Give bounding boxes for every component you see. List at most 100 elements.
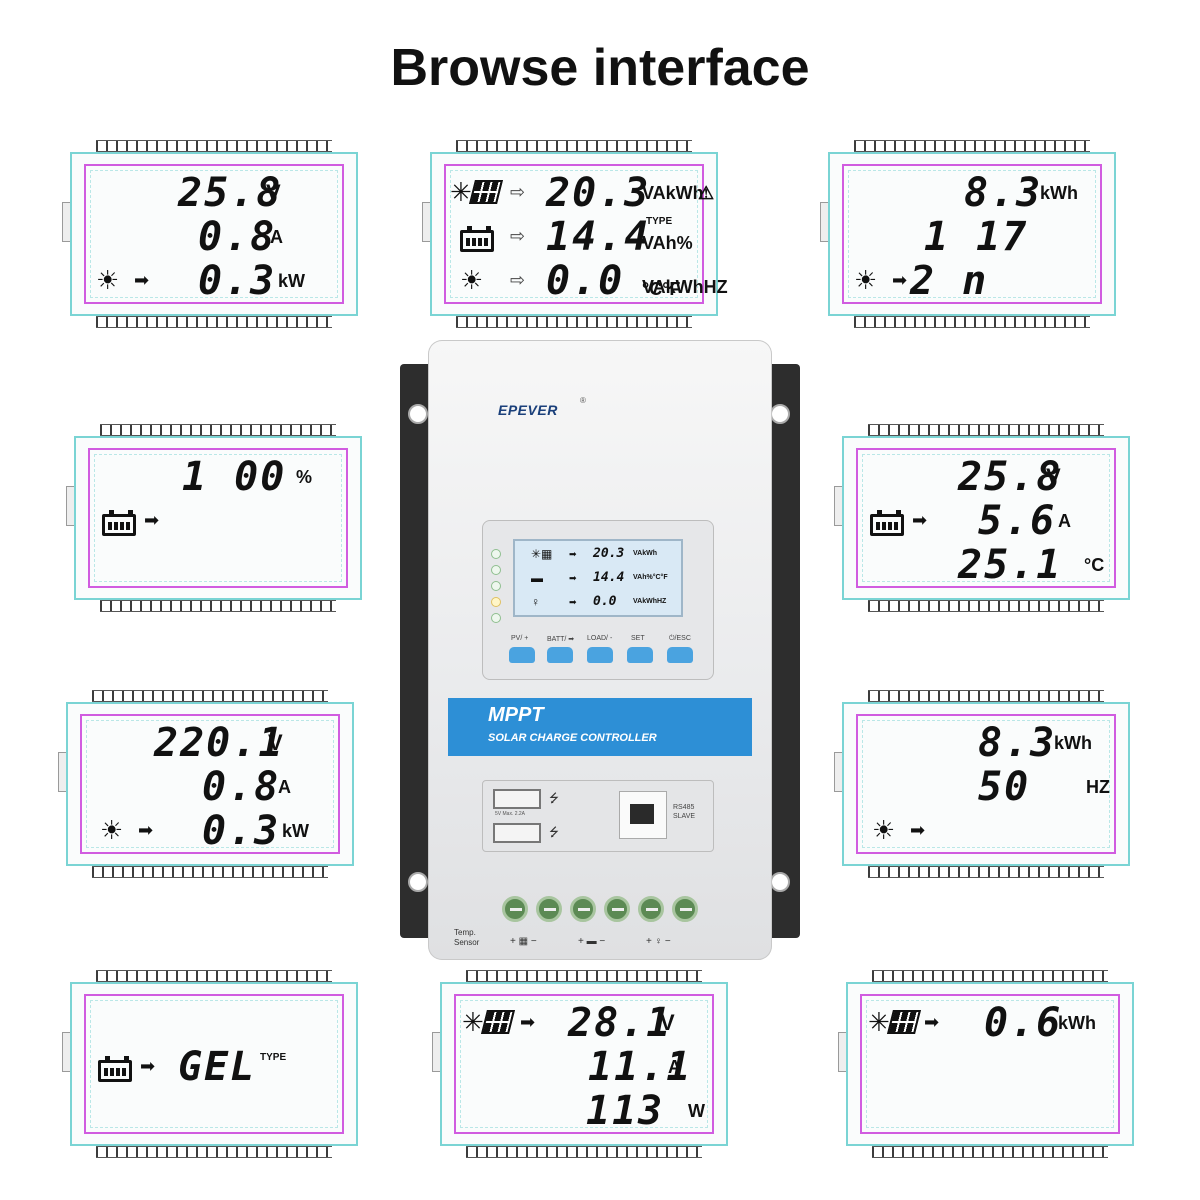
arrow-right-icon: ➡ — [924, 1012, 940, 1033]
solar-panel-icon — [469, 180, 503, 204]
usb-port[interactable] — [493, 823, 541, 843]
lcd-glass: 8.3 kWh 1 17 ☀ ➡ 2 n — [828, 152, 1116, 316]
lcd-window: 1 00 % ➡ — [88, 448, 348, 588]
lcd-tab — [422, 202, 430, 242]
pv-status-led — [491, 549, 501, 559]
brand-logo: EPEVER — [498, 402, 558, 418]
lcd-value: 0.3 — [198, 258, 277, 304]
lcd-window: 8.3 kWh 1 17 ☀ ➡ 2 n — [842, 164, 1102, 304]
lcd-pins — [100, 600, 336, 612]
lcd-unit: HZ — [1086, 777, 1110, 797]
lcd-unit: V — [660, 1010, 675, 1035]
lcd-screen-all-segments: ✳ ⇨ 20.3 VAkWh ⚠ ⇨ 14.4 TYPE VAh%°C°F ☀ … — [422, 140, 728, 328]
rs485-label-line1: RS485 — [673, 804, 695, 811]
device-lcd-unit: VAkWh — [633, 550, 657, 557]
lcd-value: 113 — [586, 1088, 665, 1134]
lcd-tab — [820, 202, 828, 242]
arrow-right-icon: ➡ — [892, 270, 908, 291]
lcd-pins — [466, 970, 702, 982]
lcd-window: 25.8 V 0.8 A ☀ ➡ 0.3 kW — [84, 164, 344, 304]
lcd-window: ✳ ➡ 0.6 kWh — [860, 994, 1120, 1134]
usb-rating: 5V Max. 2.2A — [495, 811, 526, 817]
load-bulb-icon: ♀ — [531, 595, 540, 609]
lcd-unit: A — [270, 227, 283, 247]
lcd-glass: ✳ ➡ 28.1 V 11.1 A 113 W — [440, 982, 728, 1146]
battery-status-led — [491, 581, 501, 591]
mounting-hole — [408, 404, 428, 424]
terminal-screw[interactable] — [638, 896, 664, 922]
lcd-pins — [872, 970, 1108, 982]
temp-sensor-label: Temp.Sensor — [454, 928, 479, 948]
type-label: TYPE — [646, 216, 673, 227]
lcd-pins — [872, 1146, 1108, 1158]
load-bulb-icon: ☀ — [460, 266, 484, 296]
terminal-screw[interactable] — [604, 896, 630, 922]
banner-title: MPPT — [488, 704, 544, 726]
set-button[interactable] — [627, 647, 653, 663]
pv-polarity-label: + ▦ − — [510, 936, 537, 947]
lcd-screen-pv-energy: ✳ ➡ 0.6 kWh — [838, 970, 1134, 1158]
lcd-pins — [96, 970, 332, 982]
lcd-tab — [62, 202, 70, 242]
batt-button[interactable] — [547, 647, 573, 663]
lcd-value: 25.1 — [958, 542, 1063, 588]
arrow-right-icon: ➡ — [912, 510, 928, 531]
lcd-unit: kWh — [1054, 733, 1092, 753]
temp-sensor-line2: Sensor — [454, 938, 480, 947]
terminal-screw[interactable] — [672, 896, 698, 922]
terminal-block — [500, 896, 710, 930]
arrow-right-icon: ➡ — [140, 1056, 156, 1077]
load-led-icon — [491, 613, 501, 623]
mounting-hole — [408, 872, 428, 892]
lcd-pins — [92, 866, 328, 878]
lcd-screen-energy-frequency: 8.3 kWh 50 HZ ☀ ➡ — [834, 690, 1130, 878]
lcd-pins — [96, 316, 332, 328]
lcd-pins — [868, 600, 1104, 612]
lcd-value: 8.3 — [964, 170, 1043, 216]
rs485-port[interactable] — [619, 791, 667, 839]
pv-button[interactable] — [509, 647, 535, 663]
load-bulb-icon: ☀ — [854, 266, 878, 296]
arrow-right-outline-icon: ⇨ — [510, 182, 526, 203]
lcd-unit: °C — [1084, 555, 1105, 575]
load-button[interactable] — [587, 647, 613, 663]
terminal-screw[interactable] — [502, 896, 528, 922]
lcd-unit: kW — [278, 271, 305, 291]
mounting-hole — [770, 872, 790, 892]
terminal-screw[interactable] — [570, 896, 596, 922]
arrow-right-icon: ➡ — [569, 597, 577, 607]
arrow-right-icon: ➡ — [569, 549, 577, 559]
device-lcd-value: 14.4 — [593, 570, 625, 585]
mppt-controller: EPEVER ® ✳▦ ➡ 20.3 VAkWh ▬ ➡ 14.4 VAh%°C… — [400, 340, 800, 960]
terminal-screw[interactable] — [536, 896, 562, 922]
button-label-batt: BATT/ ➡ — [547, 636, 575, 643]
page-title: Browse interface — [390, 39, 810, 97]
lcd-unit: kW — [282, 821, 309, 841]
control-panel: ✳▦ ➡ 20.3 VAkWh ▬ ➡ 14.4 VAh%°C°F ♀ ➡ 0.… — [482, 520, 714, 680]
temp-sensor-line1: Temp. — [454, 928, 476, 937]
lcd-glass: 220.1 V 0.8 A ☀ ➡ 0.3 kW — [66, 702, 354, 866]
lcd-tab — [66, 486, 74, 526]
rs485-label-line2: SLAVE — [673, 813, 696, 820]
lcd-value: 1 17 — [924, 214, 1029, 260]
lcd-tab — [62, 1032, 70, 1072]
lcd-screen-load-voltage: 220.1 V 0.8 A ☀ ➡ 0.3 kW — [58, 690, 354, 878]
lcd-glass: ➡ GEL TYPE — [70, 982, 358, 1146]
lcd-window: 8.3 kWh 50 HZ ☀ ➡ — [856, 714, 1116, 854]
battery-polarity-label: + ▬ − — [578, 936, 606, 947]
warning-icon: ⚠ — [698, 183, 715, 203]
usb-port[interactable] — [493, 789, 541, 809]
button-label-esc: ⏻/ESC — [669, 635, 691, 642]
device-lcd: ✳▦ ➡ 20.3 VAkWh ▬ ➡ 14.4 VAh%°C°F ♀ ➡ 0.… — [513, 539, 683, 617]
lcd-pins — [854, 316, 1090, 328]
lcd-value: 5.6 — [978, 498, 1057, 544]
button-label-pv: PV/ + — [511, 635, 529, 642]
lcd-value: 220.1 — [154, 720, 285, 766]
lcd-unit: kWh — [1058, 1013, 1096, 1033]
arrow-right-icon: ➡ — [138, 820, 154, 841]
lcd-unit: V — [268, 730, 283, 755]
device-lcd-unit: VAkWhHZ — [633, 598, 667, 605]
esc-button[interactable] — [667, 647, 693, 663]
